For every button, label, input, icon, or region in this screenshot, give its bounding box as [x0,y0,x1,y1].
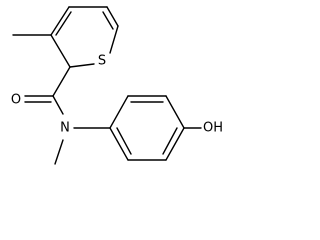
bond-c3-c4 [50,6,70,36]
bond-ar6-ar1-double [116,127,132,155]
phenol-ring [109,95,185,161]
bond-ar4-ar5-double [162,127,178,155]
molecule-structure: S O N OH [11,6,223,165]
bond-c6-s [109,25,119,54]
bond-n-methyl [54,139,64,165]
nitrogen-label: N [60,121,70,136]
bond-c5-c6-double [102,11,114,30]
bond-ar1-ar2 [109,95,129,129]
bond-carbonyl-n [52,95,64,115]
bond-ar4-ar5 [165,127,185,161]
bond-c2-c3 [50,34,71,68]
bond-s-c2 [69,63,95,68]
sulfur-label: S [98,54,106,69]
thiophene-ring [50,6,119,68]
bond-ar3-ar4 [165,95,185,129]
bond-c2-carbonyl [52,66,71,97]
bond-c5-c6 [106,6,119,27]
bond-ar6-ar1 [109,127,129,161]
bond-c3-c4-double [55,11,72,36]
hydroxyl-label: OH [203,121,223,136]
carbonyl-oxygen-label: O [11,93,21,108]
